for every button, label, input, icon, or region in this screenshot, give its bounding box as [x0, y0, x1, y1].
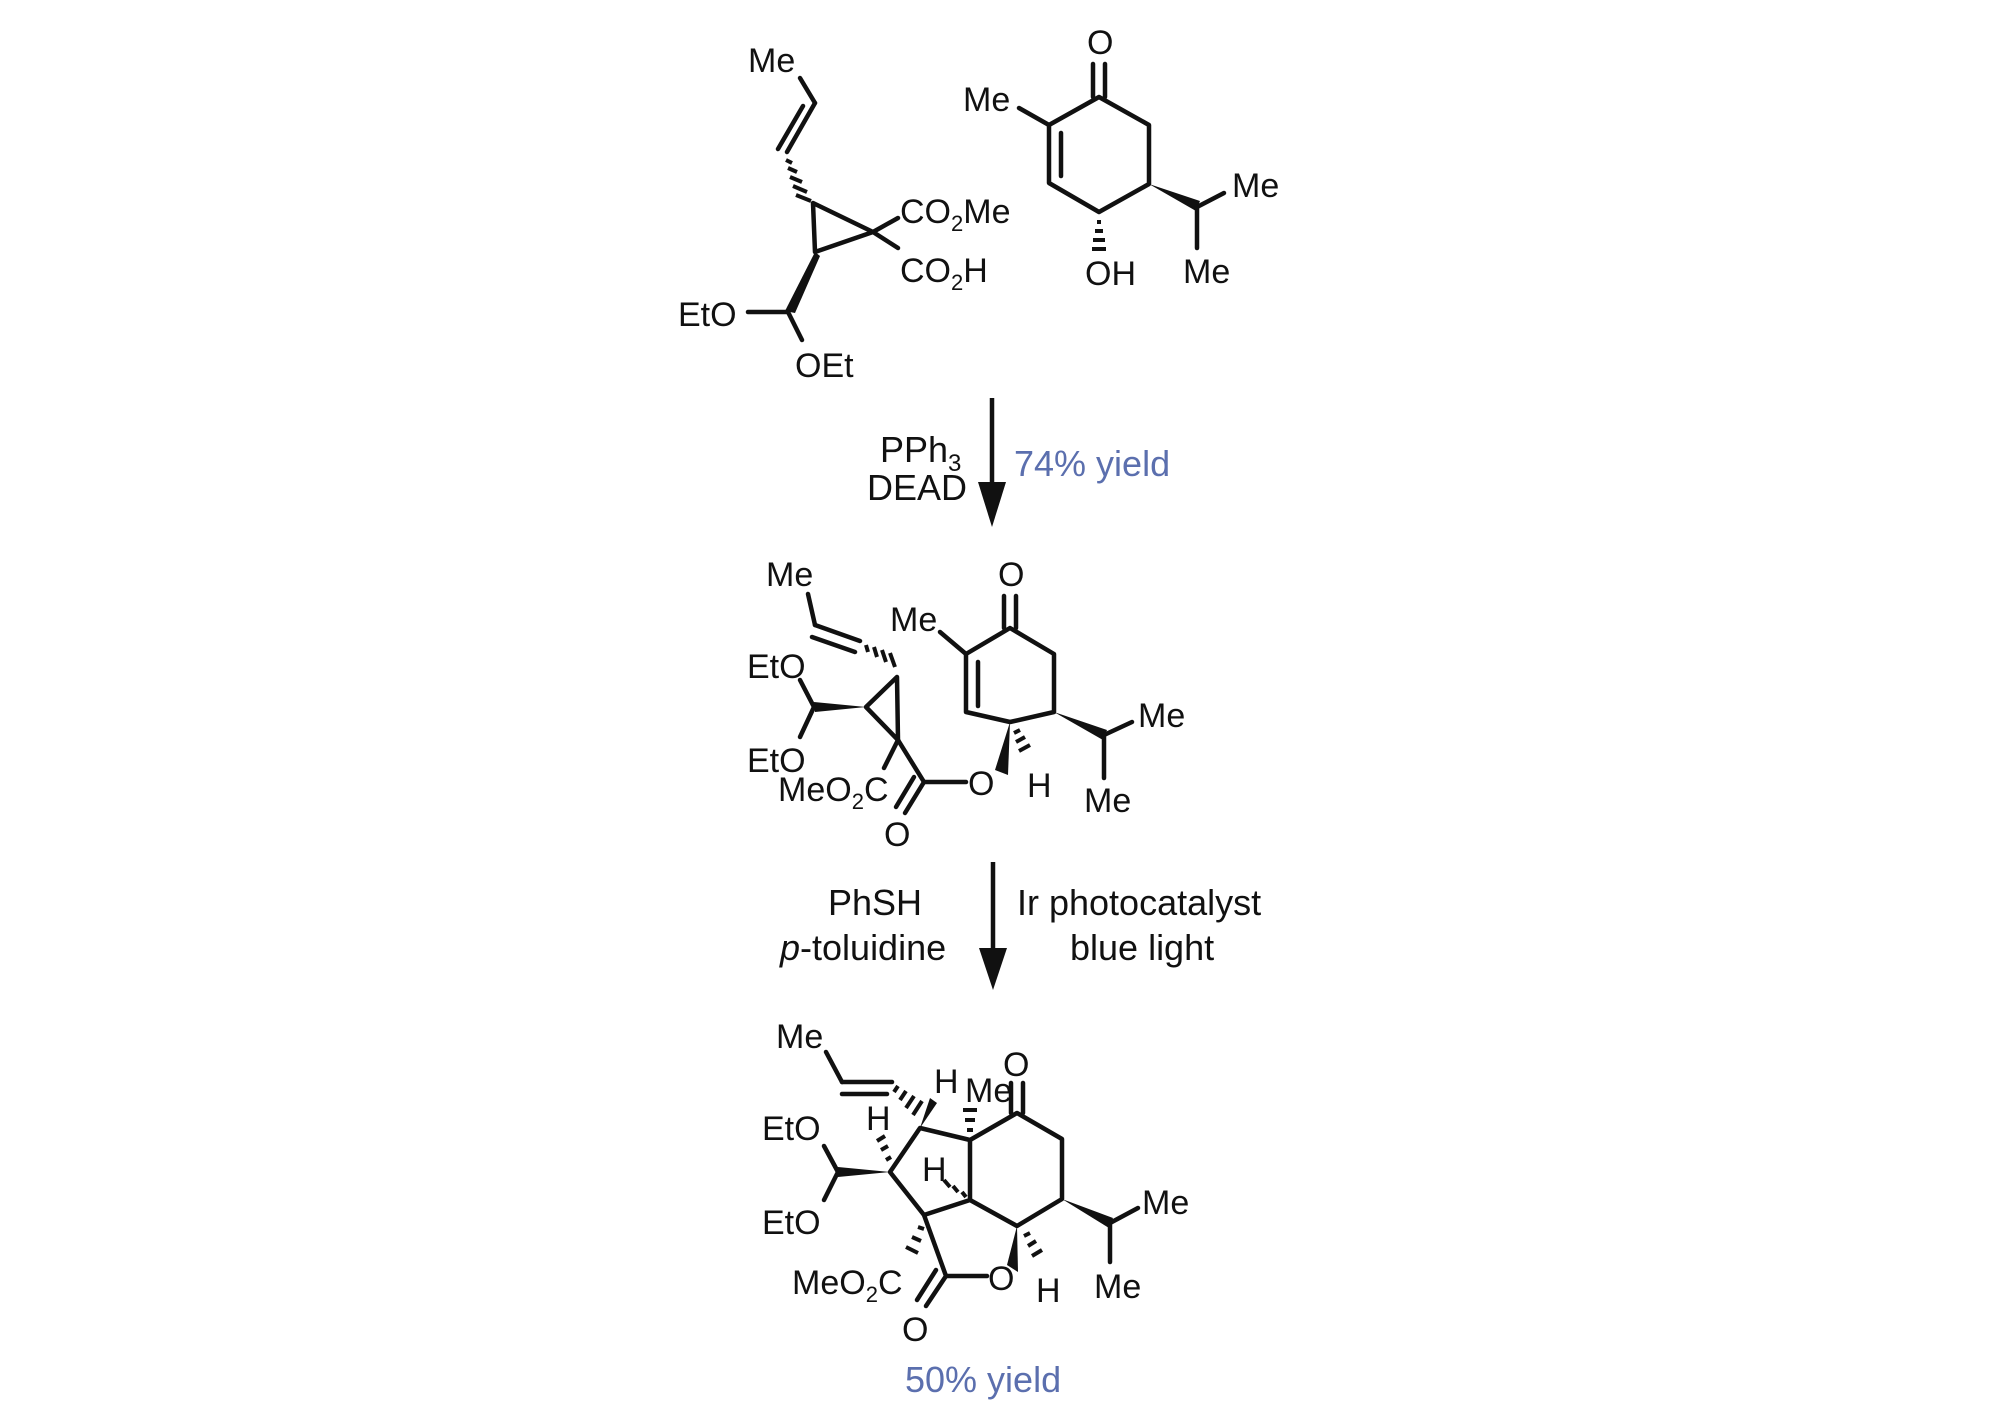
step1-reagent-dead: DEAD	[867, 467, 967, 508]
label-o-ketone: O	[1003, 1046, 1029, 1084]
hashed-bond	[1092, 220, 1106, 251]
label-eto-top: EtO	[762, 1110, 821, 1148]
label-o-ester: O	[968, 765, 994, 803]
label-ipr-me2: Me	[1094, 1268, 1141, 1306]
hashed-bond	[785, 158, 812, 203]
label-o-ketone: O	[998, 556, 1024, 594]
label-o-carbonyl: O	[902, 1311, 928, 1349]
reactant-hydroxy-enone: O Me OH Me Me	[963, 24, 1279, 293]
hashed-bond	[1023, 1231, 1044, 1258]
wedge-bond	[814, 702, 866, 712]
label-meo2c: MeO2C	[792, 1264, 903, 1307]
step2-reagent-blue-light: blue light	[1070, 927, 1214, 968]
wedge-bond	[920, 1098, 937, 1128]
label-eto-bottom: EtO	[762, 1204, 821, 1242]
label-co2me: CO2Me	[900, 193, 1010, 236]
intermediate-ester: Me EtO EtO MeO2C O O	[747, 556, 1185, 854]
hashed-bond	[875, 1134, 893, 1162]
step2-reagent-phsh: PhSH	[828, 882, 922, 923]
label-eto: EtO	[678, 296, 737, 334]
label-oh: OH	[1085, 255, 1136, 293]
reaction-arrow-step2	[979, 862, 1007, 990]
label-me-ring: Me	[963, 81, 1010, 119]
hashed-bond	[942, 1178, 968, 1199]
label-o-carbonyl: O	[884, 816, 910, 854]
step2-reagent-toluidine: p-toluidine	[779, 927, 946, 968]
label-co2h: CO2H	[900, 252, 988, 295]
label-h-top: H	[934, 1063, 959, 1101]
label-ipr-me1: Me	[1138, 697, 1185, 735]
label-meo2c: MeO2C	[778, 771, 889, 814]
label-h-bottom: H	[1036, 1272, 1061, 1310]
label-ipr-me1: Me	[1142, 1184, 1189, 1222]
wedge-bond	[1149, 184, 1200, 211]
label-h: H	[1027, 767, 1052, 805]
label-o: O	[1087, 24, 1113, 62]
label-ipr-me2: Me	[1084, 782, 1131, 820]
wedge-bond	[838, 1167, 890, 1177]
label-me-quat: Me	[965, 1072, 1012, 1110]
arrowhead-icon	[978, 482, 1006, 527]
label-oet: OEt	[795, 347, 854, 385]
label-ipr-me2: Me	[1183, 253, 1230, 291]
arrowhead-icon	[979, 948, 1007, 990]
wedge-bond	[1007, 1226, 1018, 1272]
product-tricycle: Me H H EtO EtO	[762, 1018, 1189, 1349]
hashed-bond	[963, 1108, 977, 1132]
hashed-bond	[1013, 728, 1031, 753]
step1-yield: 74% yield	[1014, 443, 1170, 484]
wedge-bond	[785, 252, 820, 313]
wedge-bond	[995, 722, 1010, 775]
label-eto-bottom: EtO	[747, 742, 806, 780]
reactant-cyclopropane-acid: Me CO2Me CO2H EtO OEt	[678, 42, 1010, 385]
label-me-ring: Me	[890, 601, 937, 639]
hashed-bond	[905, 1225, 925, 1255]
label-me-alkene: Me	[776, 1018, 823, 1056]
product-yield: 50% yield	[905, 1359, 1061, 1400]
label-h-mid: H	[922, 1151, 947, 1189]
wedge-bond	[1062, 1199, 1113, 1228]
hashed-bond	[892, 1084, 924, 1117]
label-ipr-me1: Me	[1232, 167, 1279, 205]
label-h-left: H	[866, 1100, 891, 1138]
label-eto-top: EtO	[747, 648, 806, 686]
label-me: Me	[748, 42, 795, 80]
hashed-bond	[864, 644, 897, 668]
reaction-arrow-step1	[978, 398, 1006, 527]
label-me-alkene: Me	[766, 556, 813, 594]
step2-reagent-ir-photocatalyst: Ir photocatalyst	[1017, 882, 1261, 923]
step1-reagent-pph3: PPh3	[880, 429, 961, 477]
wedge-bond	[1054, 712, 1107, 740]
